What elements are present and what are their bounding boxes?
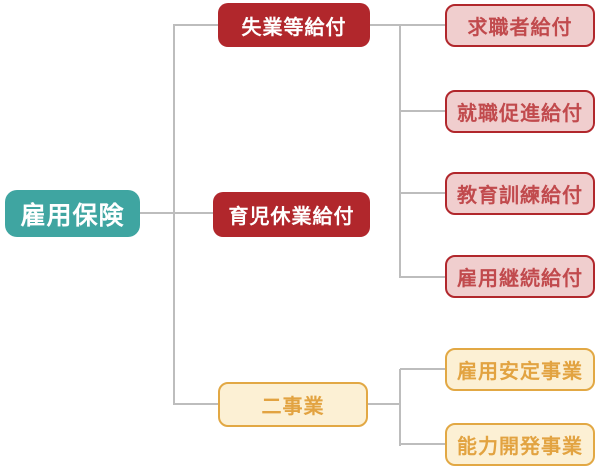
connector-line xyxy=(140,212,214,214)
connector-line xyxy=(400,192,445,194)
node-employment-stabilization-service: 雇用安定事業 xyxy=(445,348,595,391)
connector-line xyxy=(400,443,445,445)
connector-line xyxy=(399,369,401,446)
node-employment-insurance: 雇用保険 xyxy=(5,190,140,237)
node-unemployment-benefits: 失業等給付 xyxy=(218,3,370,47)
connector-line xyxy=(174,403,218,405)
node-education-training-benefits: 教育訓練給付 xyxy=(445,172,595,215)
connector-line xyxy=(400,276,445,278)
node-employment-promotion-benefits: 就職促進給付 xyxy=(445,90,595,133)
connector-line xyxy=(370,24,445,26)
node-jobseeker-benefits: 求職者給付 xyxy=(445,4,595,47)
node-employment-continuation-benefits: 雇用継続給付 xyxy=(445,255,595,298)
connector-line xyxy=(400,368,445,370)
node-childcare-leave-benefits: 育児休業給付 xyxy=(213,192,370,237)
node-two-services: 二事業 xyxy=(218,382,368,427)
connector-line xyxy=(174,24,218,26)
connector-line xyxy=(173,24,175,405)
node-ability-development-service: 能力開発事業 xyxy=(445,423,595,466)
connector-line xyxy=(368,403,400,405)
connector-line xyxy=(399,24,401,278)
connector-line xyxy=(400,110,445,112)
